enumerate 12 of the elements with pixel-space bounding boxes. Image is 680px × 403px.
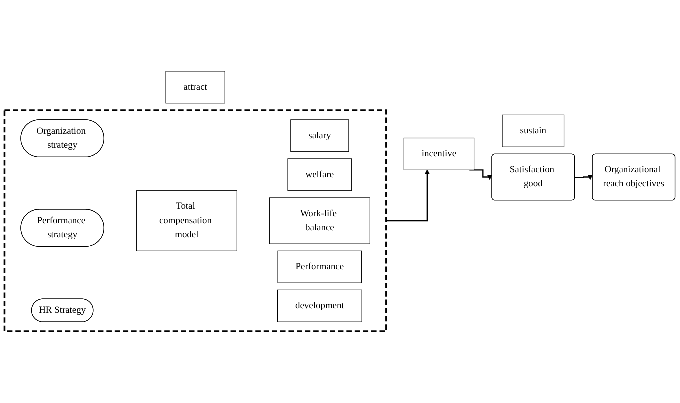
node-box: Total compensation model xyxy=(136,190,238,252)
arrow xyxy=(386,170,430,222)
arrow xyxy=(575,174,594,180)
node-box: development xyxy=(277,290,362,322)
node-box: Work-life balance xyxy=(269,198,370,244)
node-box: sustain xyxy=(502,114,565,148)
node-box: attract xyxy=(166,71,226,104)
node-box: incentive xyxy=(404,138,475,170)
node-box: salary xyxy=(290,120,350,152)
cluster xyxy=(4,110,388,332)
node-box: Performance xyxy=(278,250,362,284)
node-box: welfare xyxy=(288,158,352,192)
